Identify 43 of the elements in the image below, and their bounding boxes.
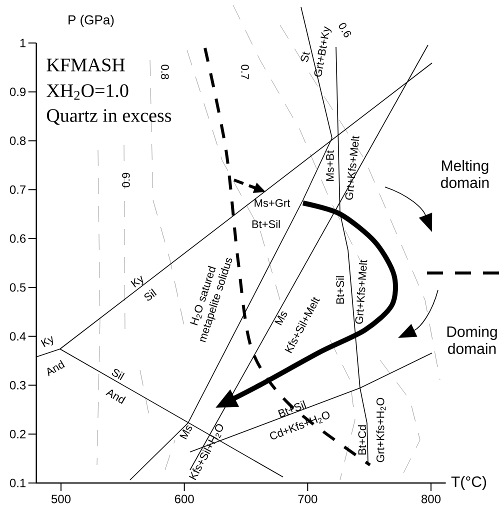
reaction-label: Ky <box>40 336 54 348</box>
isopleth-label: 0.7 <box>241 64 249 80</box>
reaction-label: Grt+Kfs+Melt <box>355 260 368 324</box>
tick-label: 0.5 <box>10 283 26 292</box>
reaction-label: Ms+Grt <box>254 199 290 207</box>
reaction-label: Ky <box>130 276 144 288</box>
tick-label: 600 <box>174 494 194 504</box>
isopleth-label: 0.9 <box>122 172 130 188</box>
reaction-label: Ms <box>274 312 287 326</box>
reaction-label: Bt+Cd <box>358 425 366 455</box>
reaction-label: Bt+Sil <box>336 276 344 304</box>
axis-label: P (GPa) <box>68 14 114 28</box>
tick-label: 800 <box>422 494 441 504</box>
tick-label: 0.9 <box>10 88 26 96</box>
isopleth-label: 0.8 <box>161 64 169 80</box>
reaction-label: Bt+Sil <box>278 400 306 418</box>
title-text: Quartz in excess <box>46 109 172 125</box>
tick-label: 0.4 <box>10 332 26 341</box>
domain-label: Doming domain <box>447 326 497 354</box>
tick-label: 0.6 <box>10 234 26 243</box>
tick-label: 500 <box>51 494 71 504</box>
reaction-label: Bt+Sil <box>252 220 280 228</box>
reaction-label: Grt+Kfs+Melt <box>345 136 360 200</box>
tick-label: 700 <box>298 494 318 504</box>
reaction-label: And <box>47 360 65 376</box>
tick-label: 0.7 <box>10 185 26 194</box>
reaction-label: Grt+Bt+Ky <box>314 26 332 77</box>
reaction-label: And <box>106 390 126 404</box>
tick-label: 0.2 <box>10 430 26 438</box>
title-text: KFMASH <box>46 58 125 72</box>
reaction-label: Ms+Bt <box>326 150 334 181</box>
reaction-label: Sil <box>144 288 157 301</box>
reaction-label: Grt+Kfs+H$_{2}$O <box>376 398 386 462</box>
tick-label: 1 <box>20 38 26 48</box>
isopleth-label: 0.6 <box>338 22 352 38</box>
reaction-label: Sil <box>112 368 125 380</box>
title-text: XH$_{2}$O=1.0 <box>46 84 128 100</box>
tick-label: 0.8 <box>10 136 26 145</box>
tick-label: 0.3 <box>10 380 26 390</box>
tick-label: 0.1 <box>10 478 26 488</box>
axis-label: T(°C) <box>451 476 486 490</box>
domain-label: Melting domain <box>441 160 489 188</box>
reaction-label: St <box>300 52 310 62</box>
